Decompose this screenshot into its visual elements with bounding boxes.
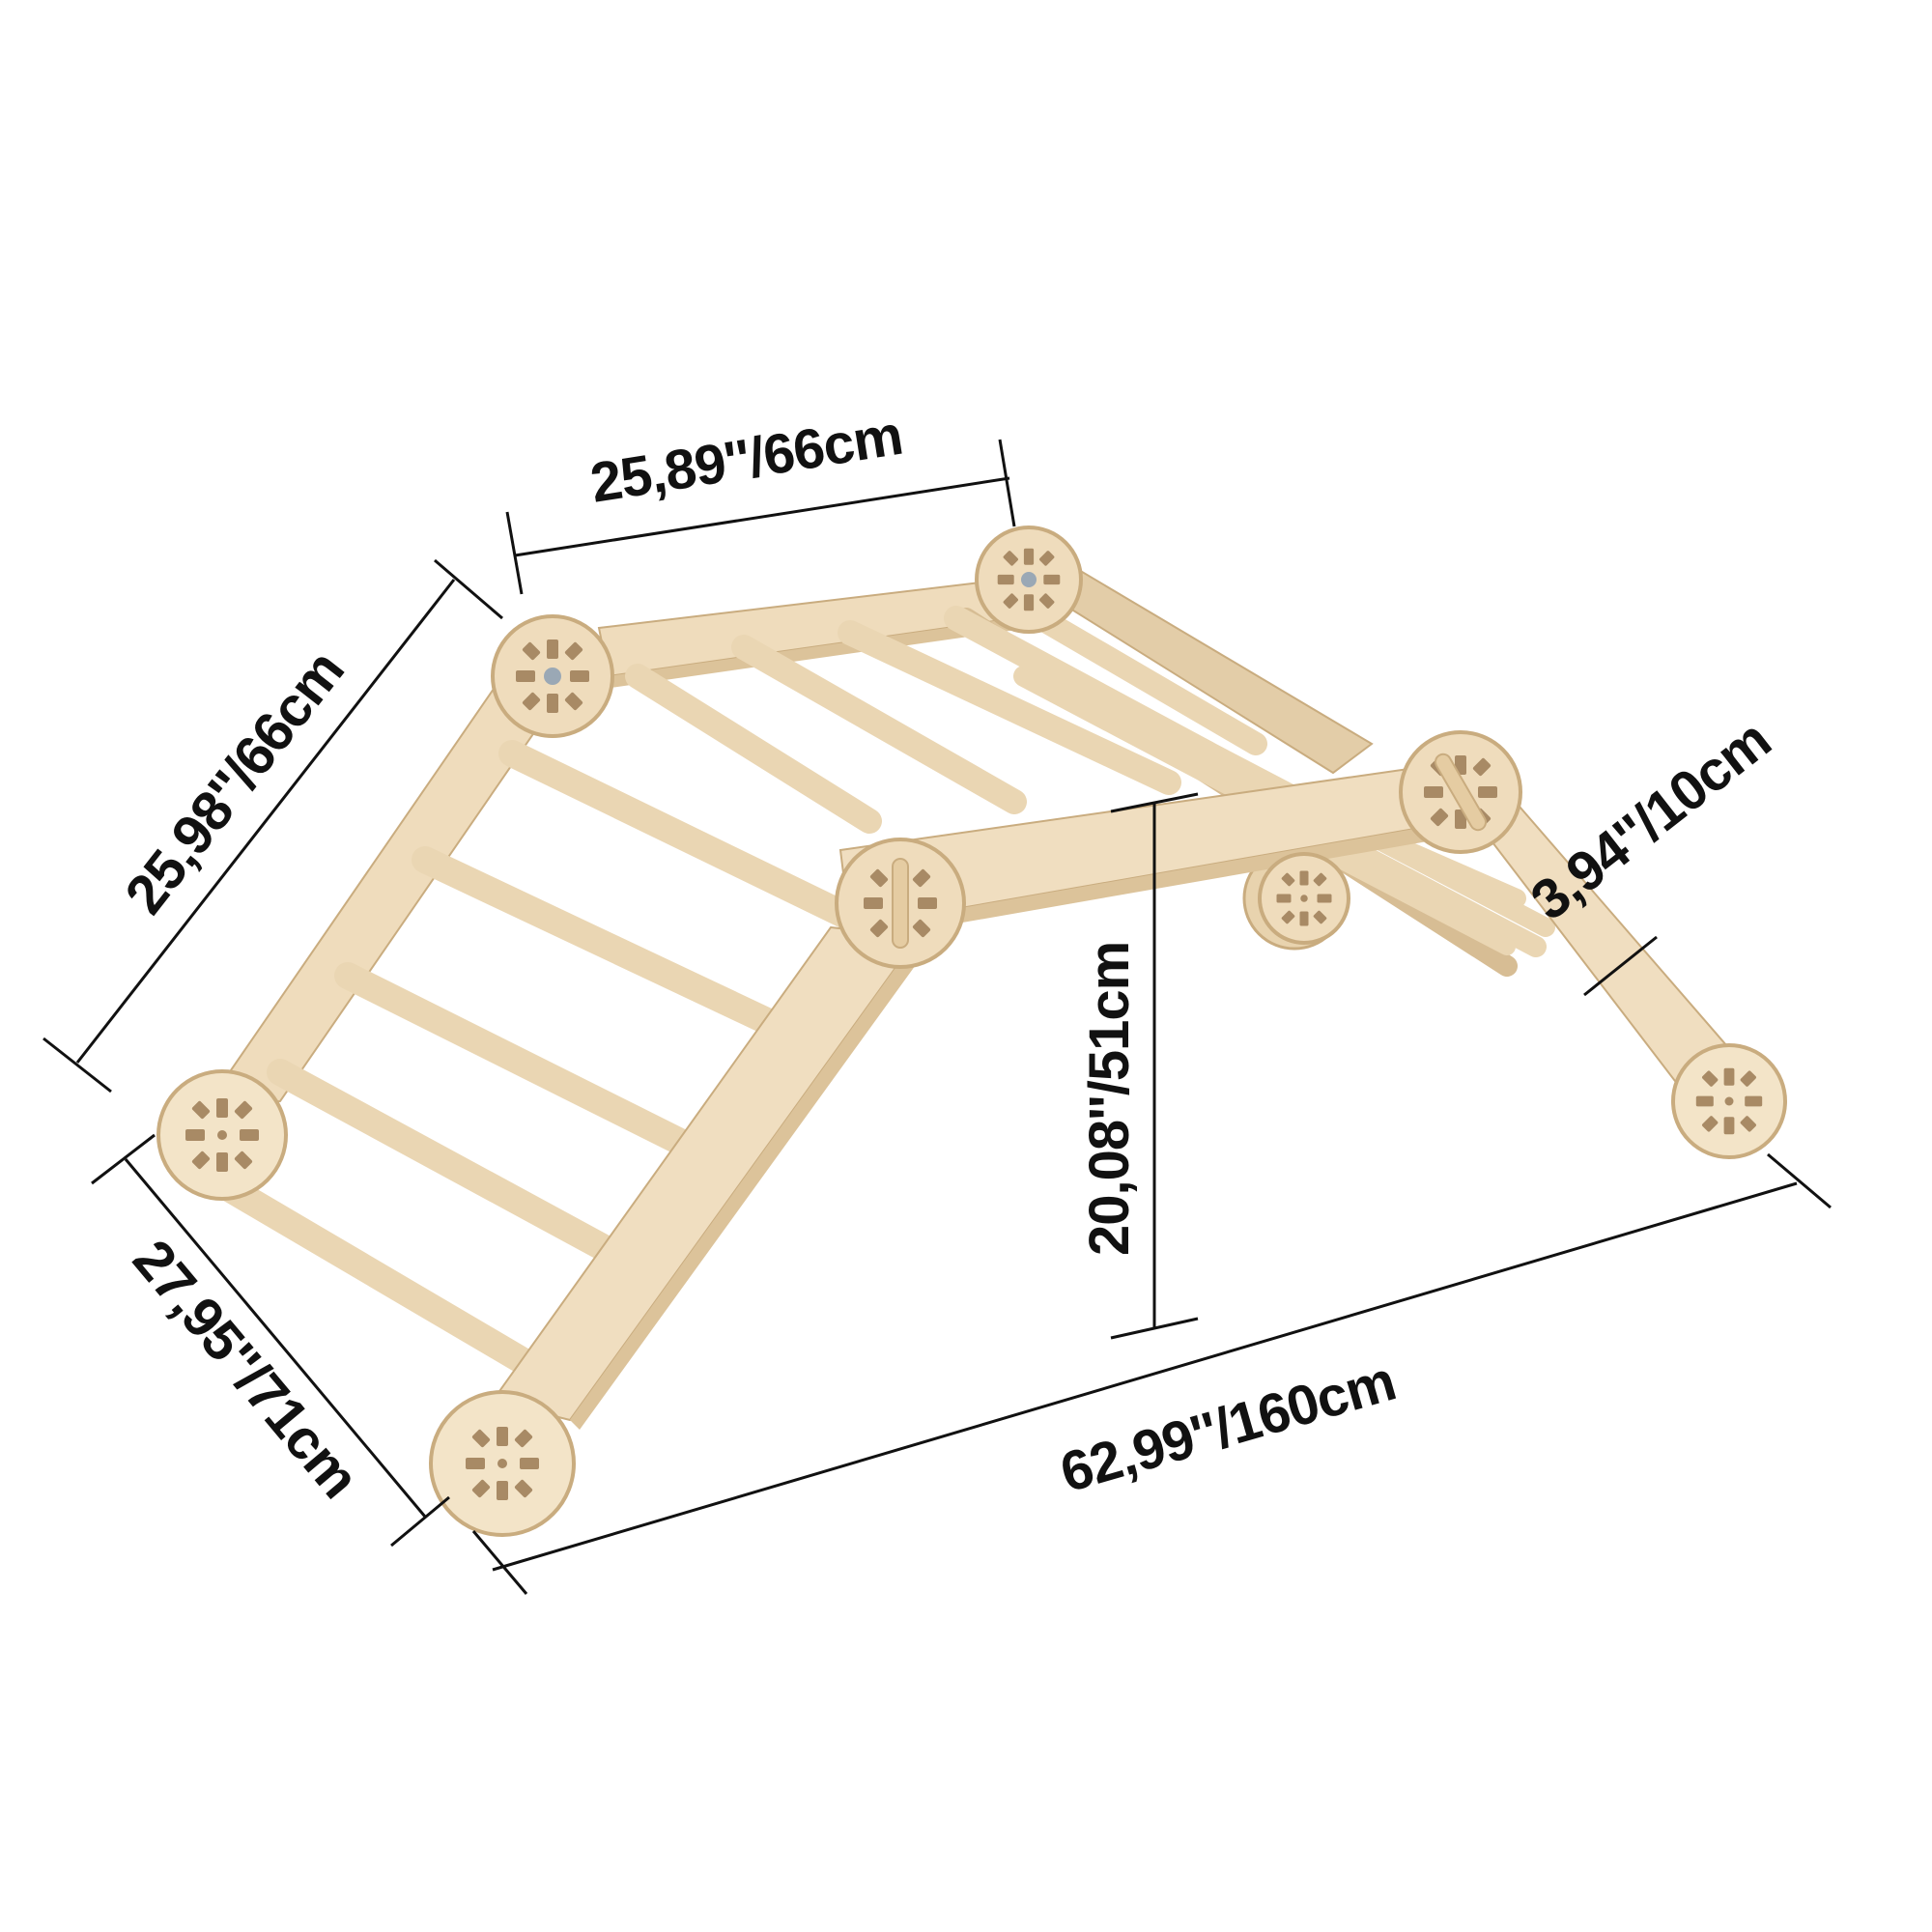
disc-back-lower-middle <box>1258 852 1350 945</box>
disc-front-top-right <box>1399 730 1522 854</box>
disc-top-left <box>491 614 614 738</box>
dimension-lines <box>43 439 1832 1595</box>
total-length-label: 62,99''/160cm <box>1054 1350 1403 1505</box>
upper-slope-label: 25,98''/66cm <box>113 639 355 925</box>
board-width-label: 3,94''/10cm <box>1520 708 1782 932</box>
disc-front-top-left <box>835 838 966 969</box>
disc-right-foot <box>1671 1043 1787 1159</box>
disc-left-foot <box>156 1069 288 1201</box>
disc-top-right-back <box>975 526 1083 634</box>
climbing-arch <box>156 526 1787 1537</box>
lower-leg-label: 27,95''/71cm <box>121 1229 371 1510</box>
left-ramp-rungs <box>199 740 864 1385</box>
disc-front-left-foot <box>429 1390 576 1537</box>
top-rungs <box>625 597 1267 834</box>
height-label: 20,08''/51cm <box>1078 942 1141 1256</box>
top-width-label: 25,89''/66cm <box>586 404 906 515</box>
